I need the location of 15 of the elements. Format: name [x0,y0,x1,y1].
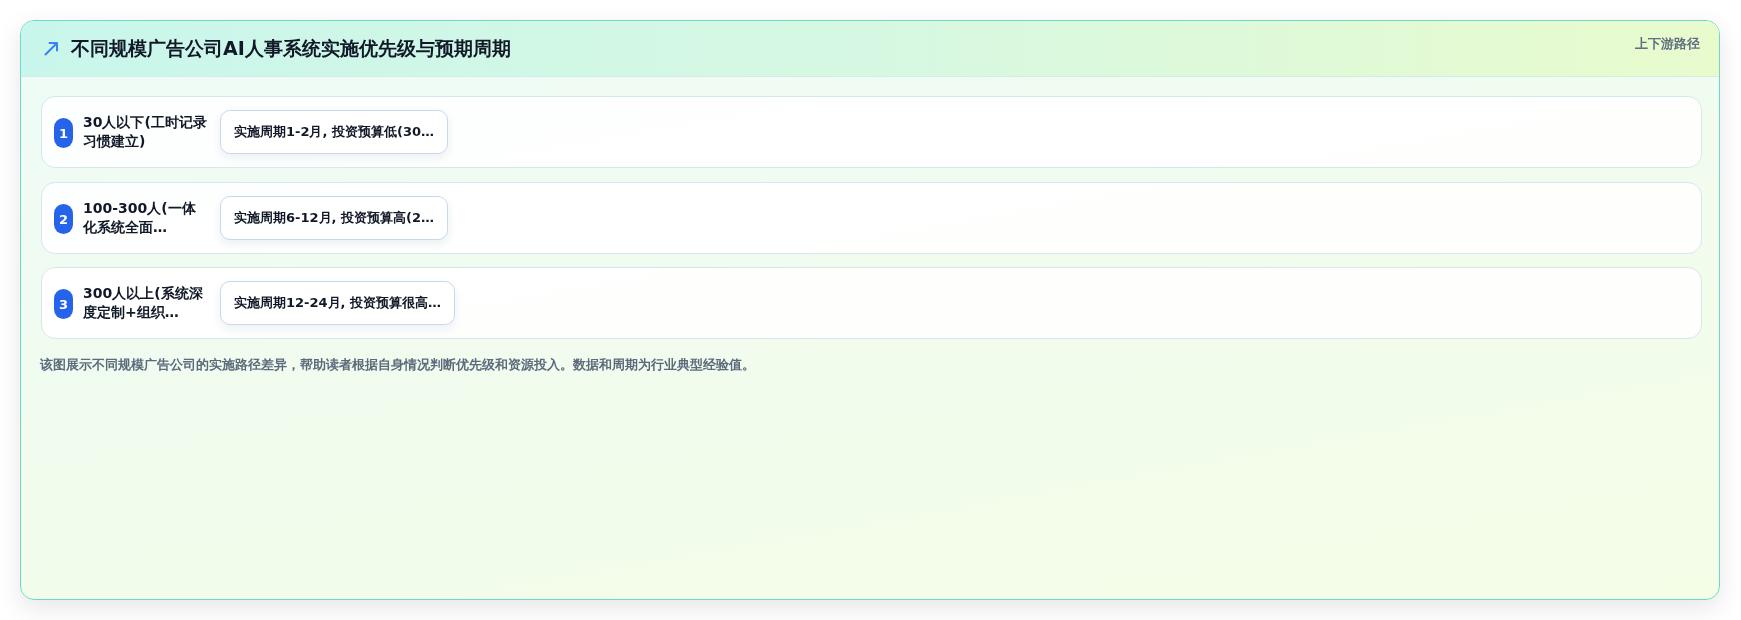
row-label: 30人以下(工时记录习惯建立) [83,113,207,151]
title: 不同规模广告公司AI人事系统实施优先级与预期周期 [71,36,511,61]
row-box [41,182,1702,254]
row-box [41,96,1702,168]
row-label: 300人以上(系统深度定制+组织… [83,284,204,322]
number-badge: 1 [54,118,73,148]
row-box [41,267,1702,339]
detail-box: 实施周期1-2月, 投资预算低(30… [220,110,448,154]
row-label: 100-300人(一体化系统全面… [83,199,197,237]
detail-box: 实施周期12-24月, 投资预算很高… [220,281,456,325]
header-note: 上下游路径 [1635,35,1700,53]
number-badge: 3 [54,289,73,319]
caption: 该图展示不同规模广告公司的实施路径差异，帮助读者根据自身情况判断优先级和资源投入。数据和周期为行业典型经验值。 [40,356,755,374]
detail-box: 实施周期6-12月, 投资预算高(2… [220,196,448,240]
number-badge: 2 [54,204,73,234]
